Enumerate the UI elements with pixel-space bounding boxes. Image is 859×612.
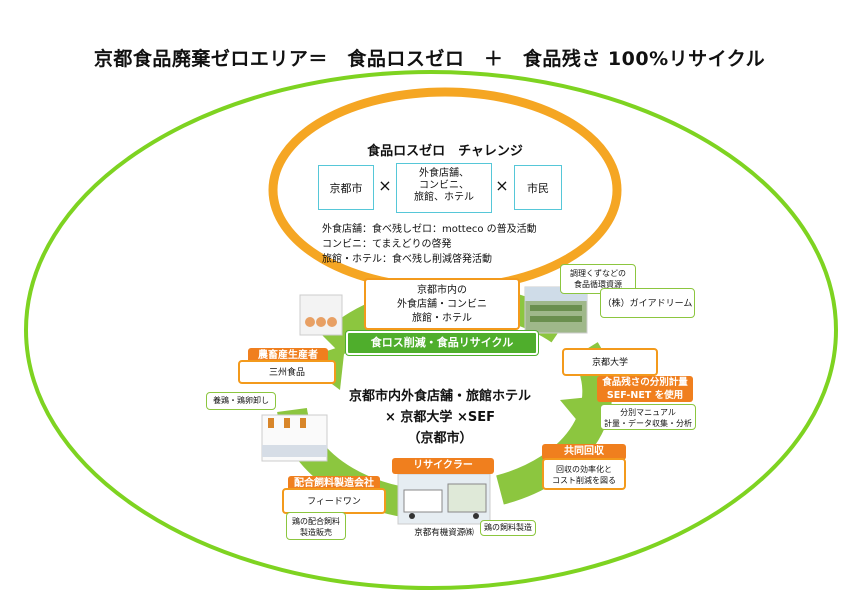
- truck-photo: [397, 473, 491, 525]
- kyoto-univ-box: 京都大学: [562, 348, 658, 376]
- city-businesses-box: 京都市内の 外食店舗・コンビニ 旅館・ホテル: [364, 278, 520, 330]
- collection-efficiency-note: 回収の効率化と コスト削減を図る: [542, 458, 626, 490]
- sorting-manual-note: 分別マニュアル 計量・データ収集・分析: [600, 404, 696, 430]
- center-line-3: （京都市）: [407, 431, 473, 446]
- actor-city: 京都市: [318, 165, 374, 210]
- feed-sales-note: 鶏の配合飼料 製造販売: [286, 512, 346, 540]
- page-title: 京都食品廃棄ゼロエリア＝ 食品ロスゼロ ＋ 食品残さ 100%リサイクル: [93, 48, 766, 70]
- feed-production-note: 鶏の飼料製造: [480, 520, 536, 536]
- sanshu-foods-box: 三州食品: [238, 360, 336, 384]
- recycle-banner: 食ロス削減・食品リサイクル: [346, 331, 538, 355]
- challenge-line-2: コンビニ：てまえどりの啓発: [322, 239, 452, 250]
- kyoto-organic-label: 京都有機資源㈱: [414, 528, 474, 538]
- sef-net-tag: 食品残さの分別計量 SEF-NET を使用: [597, 376, 693, 402]
- gaia-dream-box: （株）ガイアドリーム: [600, 288, 695, 318]
- field-photo: [524, 286, 588, 334]
- feedone-box: フィードワン: [282, 488, 386, 514]
- actor-business: 外食店舗、 コンビニ、 旅館、ホテル: [396, 163, 492, 213]
- poultry-note: 養鶏・鶏卵卸し: [206, 392, 276, 410]
- challenge-line-3: 旅館・ホテル：食べ残し削減啓発活動: [322, 254, 492, 265]
- challenge-line-1: 外食店舗：食べ残しゼロ：motteco の普及活動: [322, 224, 537, 235]
- recycler-tag: リサイクラー: [392, 458, 494, 474]
- times-sign-2: ×: [495, 176, 509, 195]
- times-sign-1: ×: [378, 176, 392, 195]
- egg-photo: [299, 294, 343, 336]
- joint-collection-tag: 共同回収: [542, 444, 626, 460]
- farm-photo: [261, 414, 328, 462]
- center-line-1: 京都市内外食店舗・旅館ホテル: [348, 389, 531, 404]
- center-line-2: × 京都大学 ×SEF: [385, 410, 495, 425]
- actor-citizens: 市民: [514, 165, 562, 210]
- outer-ring: [24, 70, 838, 590]
- challenge-heading: 食品ロスゼロ チャレンジ: [367, 144, 523, 159]
